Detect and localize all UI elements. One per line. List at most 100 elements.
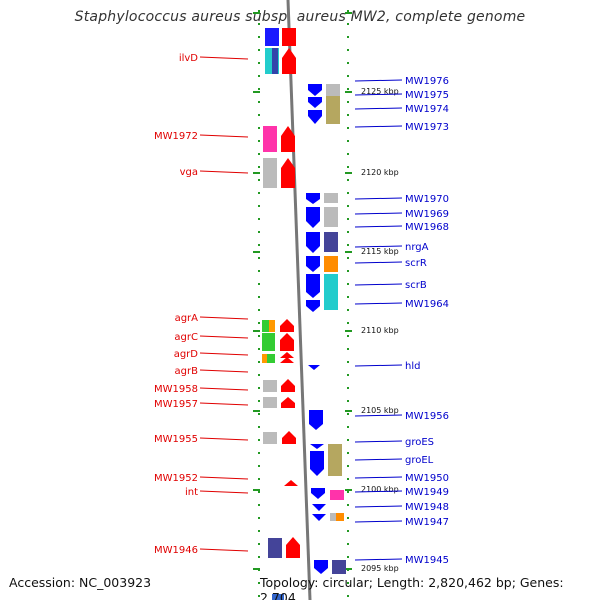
gene-label-mw1964[interactable]: MW1964 bbox=[405, 299, 449, 310]
reverse-arrow[interactable] bbox=[306, 256, 320, 272]
gene-block[interactable] bbox=[272, 48, 278, 74]
gene-label-mw1970[interactable]: MW1970 bbox=[405, 194, 449, 205]
gene-label-mw1949[interactable]: MW1949 bbox=[405, 487, 449, 498]
gene-label-mw1952[interactable]: MW1952 bbox=[154, 473, 198, 484]
gene-block[interactable] bbox=[324, 274, 338, 310]
forward-arrow[interactable] bbox=[280, 352, 294, 358]
gene-block[interactable] bbox=[328, 452, 342, 476]
gene-label-mw1974[interactable]: MW1974 bbox=[405, 104, 449, 115]
scale-label: 2095 kbp bbox=[361, 564, 399, 573]
reverse-arrow[interactable] bbox=[311, 488, 325, 499]
gene-label-mw1969[interactable]: MW1969 bbox=[405, 209, 449, 220]
gene-block[interactable] bbox=[324, 232, 338, 252]
forward-arrow[interactable] bbox=[282, 48, 296, 74]
forward-arrow[interactable] bbox=[281, 379, 295, 392]
reverse-arrow[interactable] bbox=[306, 300, 320, 312]
reverse-arrow[interactable] bbox=[308, 365, 320, 370]
tick-dot bbox=[347, 23, 349, 25]
reverse-arrow[interactable] bbox=[314, 560, 328, 574]
gene-label-ilvd[interactable]: ilvD bbox=[179, 53, 198, 64]
gene-block[interactable] bbox=[262, 354, 267, 363]
gene-label-mw1956[interactable]: MW1956 bbox=[405, 411, 449, 422]
gene-block[interactable] bbox=[328, 444, 342, 452]
gene-block[interactable] bbox=[269, 320, 275, 332]
gene-label-mw1946[interactable]: MW1946 bbox=[154, 545, 198, 556]
reverse-arrow[interactable] bbox=[306, 193, 320, 204]
forward-arrow[interactable] bbox=[281, 397, 295, 408]
gene-label-agra[interactable]: agrA bbox=[175, 313, 199, 324]
gene-label-agrc[interactable]: agrC bbox=[174, 332, 198, 343]
gene-block[interactable] bbox=[326, 96, 340, 106]
reverse-arrow[interactable] bbox=[308, 84, 322, 96]
gene-block[interactable] bbox=[262, 320, 270, 332]
reverse-arrow[interactable] bbox=[312, 514, 326, 521]
gene-label-mw1972[interactable]: MW1972 bbox=[154, 131, 198, 142]
gene-label-groes[interactable]: groES bbox=[405, 437, 434, 448]
forward-arrow[interactable] bbox=[286, 537, 300, 558]
gene-block[interactable] bbox=[330, 490, 344, 500]
reverse-arrow[interactable] bbox=[312, 504, 326, 511]
callout-line bbox=[199, 369, 249, 373]
gene-block[interactable] bbox=[282, 28, 296, 46]
gene-label-mw1947[interactable]: MW1947 bbox=[405, 517, 449, 528]
gene-block[interactable] bbox=[332, 560, 346, 574]
gene-block[interactable] bbox=[265, 28, 279, 46]
forward-arrow[interactable] bbox=[282, 431, 296, 444]
gene-block[interactable] bbox=[263, 432, 277, 444]
gene-label-mw1957[interactable]: MW1957 bbox=[154, 399, 198, 410]
gene-label-mw1968[interactable]: MW1968 bbox=[405, 222, 449, 233]
tick-dot bbox=[347, 10, 349, 12]
gene-label-agrb[interactable]: agrB bbox=[175, 366, 199, 377]
forward-arrow[interactable] bbox=[280, 319, 294, 332]
reverse-arrow[interactable] bbox=[309, 410, 323, 430]
gene-block[interactable] bbox=[326, 106, 340, 124]
gene-block[interactable] bbox=[330, 513, 336, 521]
reverse-arrow[interactable] bbox=[310, 451, 324, 476]
forward-arrow[interactable] bbox=[280, 357, 294, 363]
gene-label-groel[interactable]: groEL bbox=[405, 455, 434, 466]
gene-block[interactable] bbox=[263, 397, 277, 408]
reverse-arrow[interactable] bbox=[308, 110, 322, 124]
tick-dot bbox=[258, 244, 260, 246]
gene-block[interactable] bbox=[263, 158, 277, 188]
gene-block[interactable] bbox=[336, 513, 344, 521]
gene-label-mw1945[interactable]: MW1945 bbox=[405, 555, 449, 566]
gene-label-mw1950[interactable]: MW1950 bbox=[405, 473, 449, 484]
forward-arrow[interactable] bbox=[284, 480, 298, 486]
gene-label-scrb[interactable]: scrB bbox=[405, 280, 427, 291]
gene-block[interactable] bbox=[326, 84, 340, 96]
gene-label-int[interactable]: int bbox=[185, 487, 198, 498]
tick-dot bbox=[258, 556, 260, 558]
gene-label-mw1976[interactable]: MW1976 bbox=[405, 76, 449, 87]
gene-label-nrga[interactable]: nrgA bbox=[405, 242, 429, 253]
gene-label-mw1973[interactable]: MW1973 bbox=[405, 122, 449, 133]
forward-arrow[interactable] bbox=[281, 158, 295, 188]
forward-arrow[interactable] bbox=[281, 126, 295, 152]
reverse-arrow[interactable] bbox=[306, 232, 320, 253]
gene-block[interactable] bbox=[262, 333, 275, 351]
gene-block[interactable] bbox=[267, 354, 275, 363]
gene-block[interactable] bbox=[268, 538, 282, 558]
gene-label-mw1975[interactable]: MW1975 bbox=[405, 90, 449, 101]
reverse-arrow[interactable] bbox=[306, 207, 320, 228]
gene-block[interactable] bbox=[263, 380, 277, 392]
tick-dot bbox=[347, 595, 349, 597]
reverse-arrow[interactable] bbox=[308, 97, 322, 108]
reverse-arrow[interactable] bbox=[306, 274, 320, 298]
reverse-arrow[interactable] bbox=[310, 444, 324, 449]
gene-label-mw1948[interactable]: MW1948 bbox=[405, 502, 449, 513]
gene-label-mw1955[interactable]: MW1955 bbox=[154, 434, 198, 445]
callout-line bbox=[354, 93, 403, 96]
gene-block[interactable] bbox=[263, 126, 277, 152]
gene-block[interactable] bbox=[324, 207, 338, 227]
forward-arrow[interactable] bbox=[280, 333, 294, 351]
gene-block[interactable] bbox=[324, 256, 338, 272]
callout-line bbox=[199, 387, 249, 391]
gene-label-agrd[interactable]: agrD bbox=[174, 349, 199, 360]
gene-label-vga[interactable]: vga bbox=[180, 167, 198, 178]
gene-label-hld[interactable]: hld bbox=[405, 361, 420, 372]
gene-label-mw1958[interactable]: MW1958 bbox=[154, 384, 198, 395]
gene-label-scrr[interactable]: scrR bbox=[405, 258, 427, 269]
gene-block[interactable] bbox=[272, 594, 284, 600]
gene-block[interactable] bbox=[324, 193, 338, 203]
